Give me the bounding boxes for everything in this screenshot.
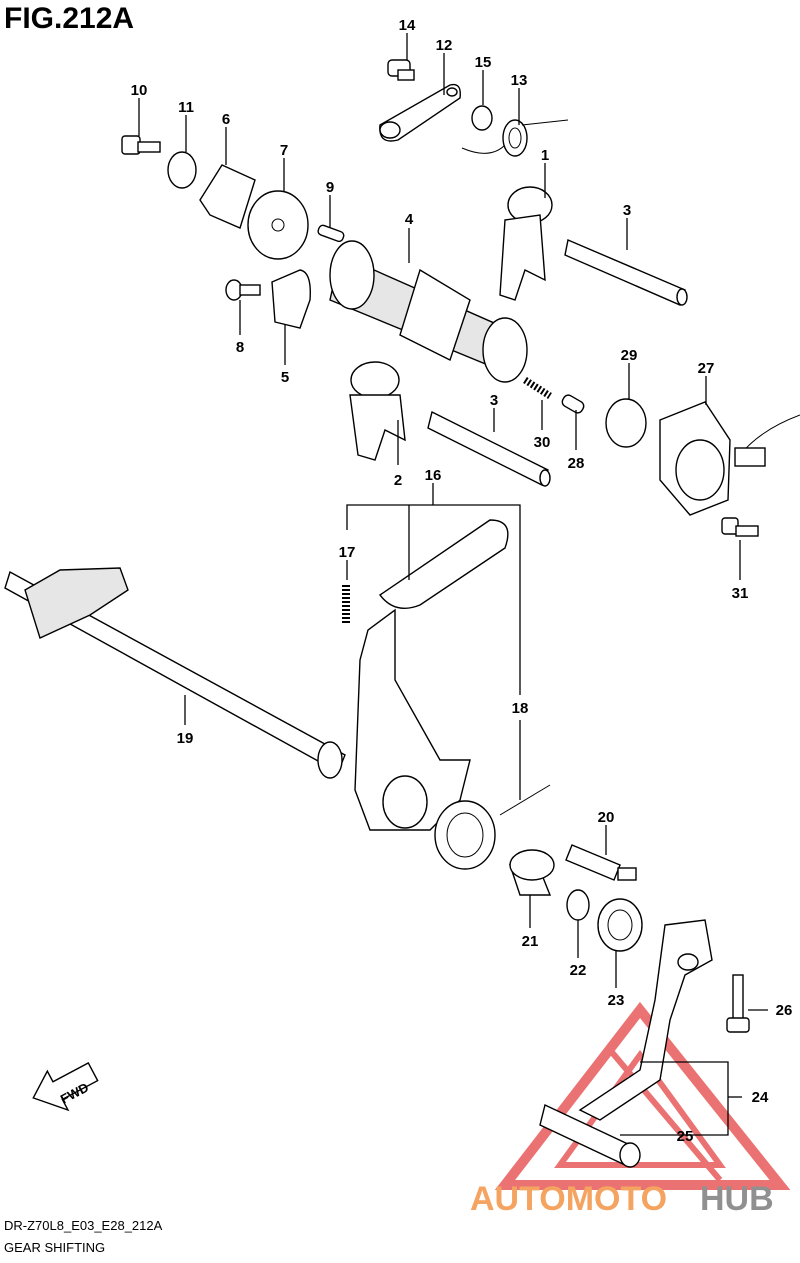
callout-3-upper: 3 [623, 202, 631, 219]
watermark-text-b: HUB [700, 1180, 774, 1218]
callout-20: 20 [598, 809, 615, 826]
callout-28: 28 [568, 455, 585, 472]
part-27-switch [659, 401, 800, 516]
part-16-shift-arm [354, 519, 509, 831]
callout-29: 29 [621, 347, 638, 364]
part-2-fork [349, 361, 406, 461]
callout-7: 7 [280, 142, 288, 159]
diagram-subtitle: GEAR SHIFTING [4, 1240, 106, 1255]
callout-17: 17 [339, 544, 356, 561]
part-8-screw [225, 279, 261, 301]
callout-1: 1 [541, 147, 549, 164]
part-25-rubber [539, 1104, 641, 1168]
callout-31: 31 [732, 585, 749, 602]
callout-27: 27 [698, 360, 715, 377]
part-30-spring [523, 377, 552, 399]
figure-title: FIG.212A [4, 2, 135, 35]
callout-14: 14 [399, 17, 416, 34]
callout-24: 24 [752, 1089, 769, 1106]
leader-lines [138, 33, 768, 1136]
part-28-pin [561, 394, 585, 414]
part-15-washer [471, 105, 493, 131]
part-23-oil-seal [597, 898, 643, 952]
part-6-plate [199, 164, 256, 229]
part-29-o-ring [605, 398, 647, 448]
part-13-spring [461, 119, 569, 157]
part-11-washer [167, 151, 197, 189]
part-9-pin [317, 224, 345, 243]
callout-16: 16 [425, 467, 442, 484]
part-21-collar [508, 849, 555, 896]
callout-8: 8 [236, 339, 244, 356]
part-22-washer [566, 889, 590, 921]
watermark-text-a: AUTOMOTO [470, 1180, 667, 1218]
part-24-shift-pedal [578, 919, 713, 1121]
callout-labels: 1 2 3 3 4 5 6 7 8 9 10 11 12 13 14 15 16… [131, 17, 793, 1145]
callout-13: 13 [511, 72, 528, 89]
part-18-spring [434, 784, 551, 870]
callout-19: 19 [177, 730, 194, 747]
part-26-bolt [726, 974, 750, 1033]
part-31-bolt [721, 517, 759, 537]
part-3-rod-lower [427, 410, 551, 487]
part-7-disc [247, 190, 309, 260]
fwd-arrow [32, 1062, 99, 1112]
callout-21: 21 [522, 933, 539, 950]
part-12-arm [379, 83, 461, 142]
part-3-rod-upper [564, 239, 688, 306]
callout-18: 18 [512, 700, 529, 717]
part-20-bolt [565, 844, 637, 881]
part-4-shift-drum [329, 240, 528, 383]
diagram-code: DR-Z70L8_E03_E28_212A [4, 1218, 163, 1233]
callout-12: 12 [436, 37, 453, 54]
callout-23: 23 [608, 992, 625, 1009]
callout-3-lower: 3 [490, 392, 498, 409]
part-14-bolt [387, 59, 415, 81]
callout-15: 15 [475, 54, 492, 71]
part-19-shift-shaft [4, 567, 346, 779]
callout-25: 25 [677, 1128, 694, 1145]
callout-30: 30 [534, 434, 551, 451]
callout-26: 26 [776, 1002, 793, 1019]
callout-6: 6 [222, 111, 230, 128]
part-5-stopper [271, 269, 311, 329]
callout-9: 9 [326, 179, 334, 196]
callout-4: 4 [405, 211, 414, 228]
callout-22: 22 [570, 962, 587, 979]
callout-11: 11 [178, 99, 194, 116]
callout-10: 10 [131, 82, 148, 99]
callout-5: 5 [281, 369, 289, 386]
part-1-fork [499, 186, 553, 301]
part-10-bolt [121, 135, 161, 155]
callout-2: 2 [394, 472, 402, 489]
